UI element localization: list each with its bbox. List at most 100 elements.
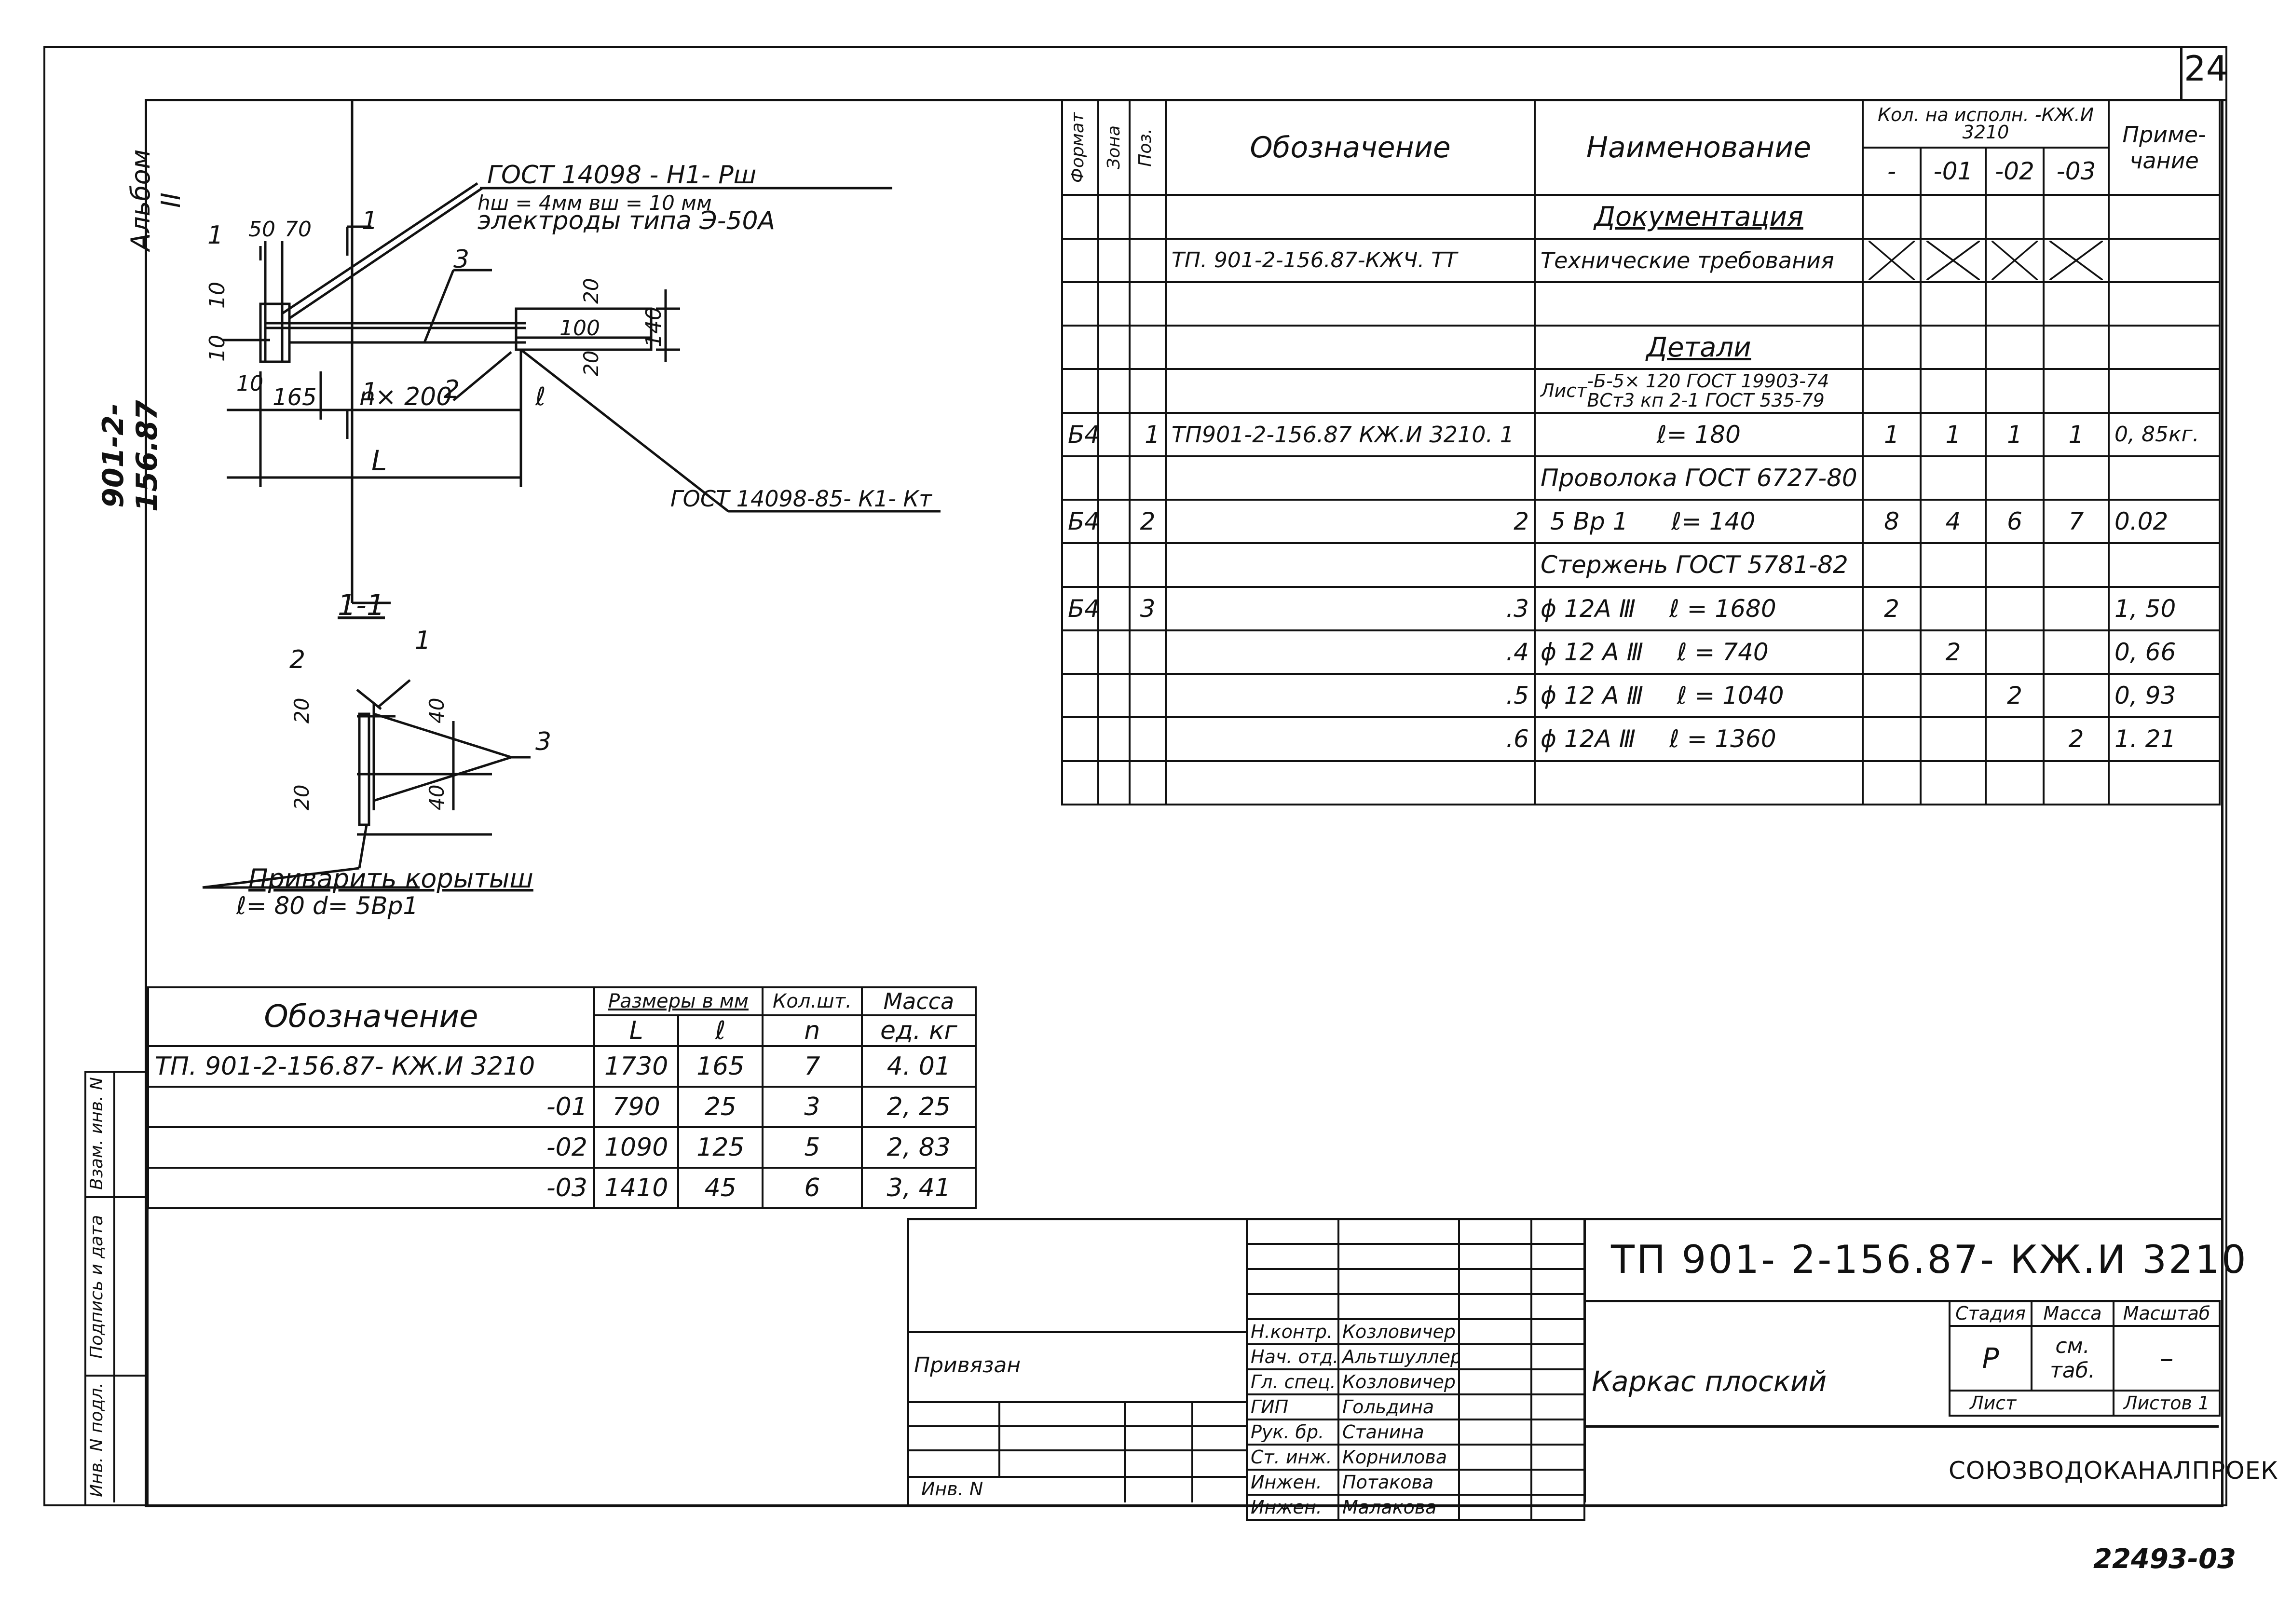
dim-n200: n× 200 (359, 382, 452, 411)
scale-value: – (2113, 1325, 2221, 1392)
stamp-person: Альтшуллер (1337, 1343, 1460, 1370)
row3-q0: 2 (1862, 586, 1922, 631)
stamp-person: Потакова (1337, 1469, 1460, 1496)
mass-header: Масса (2031, 1300, 2114, 1327)
signature (1458, 1444, 1532, 1471)
row5-code: .5 (1165, 673, 1536, 719)
stamp-role: Н.контр. (1246, 1318, 1339, 1345)
header-position: Поз. (1129, 98, 1167, 196)
stamp-person: Станина (1337, 1419, 1460, 1446)
stage-header: Стадия (1949, 1300, 2032, 1327)
row6-q3: 2 (2042, 716, 2110, 762)
signature (1458, 1393, 1532, 1420)
table-row: -01 790 25 3 2, 25 (147, 1086, 977, 1128)
stamp-role: Нач. отд. (1246, 1343, 1339, 1370)
section-mark-bottom: 1 (362, 378, 378, 407)
row3-pos: 3 (1129, 586, 1167, 631)
row2-code: 2 (1165, 499, 1536, 545)
rod-standard: Стержень ГОСТ 5781-82 (1534, 542, 1864, 588)
dim-50: 50 (248, 217, 275, 242)
stamp-role: ГИП (1246, 1393, 1339, 1420)
weld-note-3: электроды типа Э-50А (477, 206, 775, 235)
stamp-role: Ст. инж. (1246, 1444, 1339, 1471)
product-name: Каркас плоский (1592, 1365, 1827, 1398)
scale-header: Масштаб (2113, 1300, 2221, 1327)
section-pos-3: 3 (535, 727, 551, 756)
stage-value: Р (1949, 1325, 2032, 1392)
header-designation: Обозначение (1165, 98, 1536, 196)
row5-q2: 2 (1985, 673, 2045, 719)
row1-q0: 1 (1862, 411, 1922, 457)
header-q0: - (1862, 146, 1922, 196)
dim-10c: 10 (236, 371, 263, 396)
stamp-person: Малакова (1337, 1494, 1460, 1521)
dim-70: 70 (285, 217, 312, 242)
section-parts: Детали (1534, 325, 1864, 370)
table-row: -03 1410 45 6 3, 41 (147, 1167, 977, 1209)
header-zone: Зона (1097, 98, 1131, 196)
header-format: Формат (1061, 98, 1099, 196)
row2-q3: 7 (2042, 499, 2110, 545)
binding-block (907, 1331, 1246, 1504)
stamp-role: Рук. бр. (1246, 1419, 1339, 1446)
binding-label: Привязан (914, 1353, 1021, 1378)
frame-drawing: ГОСТ 14098 - Н1- Рш hш = 4мм вш = 10 мм … (202, 101, 941, 920)
stamp-person: Козловичер (1337, 1368, 1460, 1395)
crossed-cell (1862, 237, 1922, 283)
stamp-role: Гл. спец. (1246, 1368, 1339, 1395)
doc-name: Технические требования (1534, 237, 1864, 283)
section-dim-40b: 40 (425, 785, 449, 810)
row1-pos: 1 (1129, 411, 1167, 457)
archive-number: 22493-03 (2093, 1543, 2236, 1575)
header-name: Наименование (1534, 98, 1864, 196)
section-dim-40a: 40 (425, 698, 449, 723)
row1-q3: 1 (2042, 411, 2110, 457)
row4-q1: 2 (1920, 629, 1987, 675)
signature (1458, 1494, 1532, 1521)
header-quantity: Кол. на исполн. -КЖ.И 3210 (1861, 99, 2110, 149)
dim-140: 140 (641, 307, 666, 347)
row6-code: .6 (1165, 716, 1536, 762)
row1-name: ℓ= 180 (1534, 411, 1864, 457)
header-q1: -01 (1920, 146, 1987, 196)
doc-code: ТП. 901-2-156.87-КЖЧ. ТТ (1165, 237, 1536, 283)
variants-header-qty: Кол.шт. (762, 986, 863, 1016)
crossed-cell (1920, 237, 1987, 283)
stamp-role: Инжен. (1246, 1494, 1339, 1521)
signature (1458, 1343, 1532, 1370)
pos-1-top: 1 (362, 206, 378, 235)
section-dim-20b: 20 (290, 785, 314, 810)
dim-10a: 10 (205, 282, 230, 309)
row1-q1: 1 (1920, 411, 1987, 457)
row6-note: 1. 21 (2108, 716, 2221, 762)
row1-format: Б4 (1061, 411, 1099, 457)
sheet-material: Лист -Б-5× 120 ГОСТ 19903-74 ВСт3 кп 2-1… (1534, 368, 1864, 414)
inv-label: Инв. N (921, 1478, 983, 1500)
stamp-person: Гольдина (1337, 1393, 1460, 1420)
stamp-person: Козловичер (1337, 1318, 1460, 1345)
sheets-header: Листов 1 (2113, 1390, 2221, 1417)
wire-standard: Проволока ГОСТ 6727-80 (1534, 455, 1864, 501)
row1-q2: 1 (1985, 411, 2045, 457)
variants-header-dims: Размеры в мм (593, 986, 764, 1016)
pos-3-label: 3 (453, 245, 469, 274)
sheet-number: 24 (2184, 48, 2228, 89)
section-pos-1: 1 (415, 626, 431, 655)
weld-note-4: ГОСТ 14098-85- К1- Кт (670, 486, 932, 512)
variants-header-designation: Обозначение (147, 986, 595, 1047)
signature (1458, 1419, 1532, 1446)
dim-L: L (371, 444, 387, 477)
hook-note-2: ℓ= 80 d= 5Вр1 (236, 892, 418, 920)
stamp-title-code: ТП 901- 2-156.87- КЖ.И 3210 (1611, 1237, 2248, 1282)
dim-20b: 20 (579, 351, 603, 376)
row2-pos: 2 (1129, 499, 1167, 545)
row2-q0: 8 (1862, 499, 1922, 545)
row1-code: ТП901-2-156.87 КЖ.И 3210. 1 (1165, 411, 1536, 457)
table-row: -02 1090 125 5 2, 83 (147, 1126, 977, 1169)
row2-note: 0.02 (2108, 499, 2221, 545)
organization-name: СОЮЗВОДОКАНАЛПРОЕКТ (1949, 1457, 2278, 1485)
